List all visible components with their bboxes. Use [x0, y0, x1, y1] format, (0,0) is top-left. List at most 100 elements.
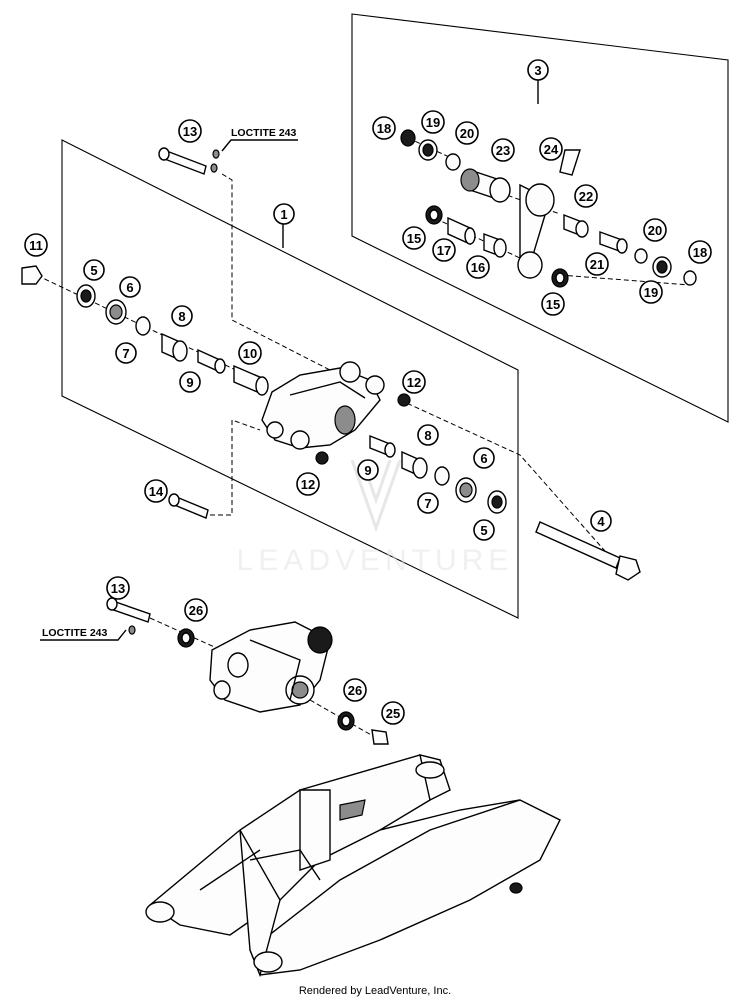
callout-c19b: 19: [639, 280, 663, 304]
callout-c6a: 6: [119, 276, 141, 298]
callout-number: 9: [364, 463, 371, 478]
frame-assembly-1: [61, 139, 519, 619]
callout-number: 13: [111, 581, 125, 596]
callout-c26b: 26: [343, 678, 367, 702]
callout-number: 13: [183, 124, 197, 139]
callout-c9a: 9: [179, 371, 201, 393]
callout-number: 18: [693, 245, 707, 260]
callout-number: 20: [460, 126, 474, 141]
callout-circle: [184, 598, 208, 622]
callout-circle: [24, 233, 48, 257]
callout-number: 16: [471, 260, 485, 275]
loctite-note-top: LOCTITE 243: [212, 127, 298, 159]
callout-circle: [539, 137, 563, 161]
callout-number: 5: [90, 263, 97, 278]
callout-c20b: 20: [643, 218, 667, 242]
callout-c14: 14: [144, 479, 168, 503]
callout-number: 6: [126, 280, 133, 295]
callout-circle: [473, 447, 495, 469]
callout-c25: 25: [381, 701, 405, 725]
callout-number: 4: [597, 514, 605, 529]
callout-number: 26: [189, 603, 203, 618]
callout-circle: [590, 510, 612, 532]
callout-number: 11: [29, 238, 43, 253]
svg-text:LOCTITE 243: LOCTITE 243: [231, 127, 297, 139]
callout-number: 7: [424, 496, 431, 511]
callout-circle: [119, 276, 141, 298]
callout-circle: [179, 371, 201, 393]
callout-circle: [491, 138, 515, 162]
callout-c17: 17: [432, 238, 456, 262]
callout-circle: [273, 203, 295, 225]
svg-text:LOCTITE 243: LOCTITE 243: [42, 627, 108, 639]
callout-number: 12: [301, 477, 315, 492]
callout-circle: [585, 252, 609, 276]
callout-c11: 11: [24, 233, 48, 257]
callout-circle: [639, 280, 663, 304]
callout-number: 8: [424, 428, 431, 443]
callout-number: 8: [178, 309, 185, 324]
grease-nipple-24: [559, 149, 581, 176]
callout-circle: [115, 342, 137, 364]
callout-circle: [541, 292, 565, 316]
callout-c24: 24: [539, 137, 563, 161]
nut-11: [21, 265, 43, 285]
callout-c13a: 13: [178, 119, 202, 143]
callout-c22: 22: [574, 184, 598, 208]
callout-c13b: 13: [106, 576, 130, 600]
callout-number: 21: [590, 257, 604, 272]
callout-c10: 10: [238, 341, 262, 365]
callout-number: 17: [437, 243, 451, 258]
callout-circle: [357, 459, 379, 481]
callout-c12a: 12: [402, 370, 426, 394]
callout-c5a: 5: [83, 259, 105, 281]
bushing-25: [371, 729, 389, 745]
callout-c20a: 20: [455, 121, 479, 145]
callout-number: 18: [377, 121, 391, 136]
callout-circle: [432, 238, 456, 262]
callout-c15b: 15: [541, 292, 565, 316]
callout-c7a: 7: [115, 342, 137, 364]
callout-number: 6: [480, 451, 487, 466]
callout-circle: [466, 255, 490, 279]
callout-number: 26: [348, 683, 362, 698]
callout-number: 10: [243, 346, 257, 361]
callout-number: 25: [386, 706, 400, 721]
callout-c3: 3: [527, 59, 549, 81]
callout-circle: [83, 259, 105, 281]
callout-c8a: 8: [171, 305, 193, 327]
callout-c6b: 6: [473, 447, 495, 469]
callout-c18b: 18: [688, 240, 712, 264]
footer-credit: Rendered by LeadVenture, Inc.: [299, 985, 451, 997]
leadventure-watermark: LEADVENTURE: [237, 459, 508, 577]
callout-number: 22: [579, 189, 593, 204]
callout-circle: [527, 59, 549, 81]
assembly-1-parts: [21, 147, 641, 581]
callout-c5b: 5: [473, 519, 495, 541]
callout-number: 9: [186, 375, 193, 390]
callout-c23: 23: [491, 138, 515, 162]
swingarm: [145, 754, 561, 978]
callout-number: 19: [426, 115, 440, 130]
swingarm-left-arm: [148, 754, 441, 936]
lower-link-assembly: [106, 597, 389, 745]
callout-circle: [402, 226, 426, 250]
callout-number: 23: [496, 143, 510, 158]
callout-number: 3: [534, 63, 541, 78]
nut-18-right: [683, 270, 697, 286]
callout-circle: [106, 576, 130, 600]
swingarm-pivot-left: [145, 901, 175, 923]
washer-7-right: [434, 466, 450, 486]
callout-number: 15: [546, 297, 560, 312]
callout-c8b: 8: [417, 424, 439, 446]
loctite-note-bottom: LOCTITE 243: [40, 627, 127, 641]
callout-c15a: 15: [402, 226, 426, 250]
callout-number: 1: [280, 207, 287, 222]
callout-circle: [402, 370, 426, 394]
callout-c12b: 12: [296, 472, 320, 496]
callout-circle: [455, 121, 479, 145]
callout-circle: [473, 519, 495, 541]
callout-c26a: 26: [184, 598, 208, 622]
assembly-3-parts: [400, 129, 697, 288]
